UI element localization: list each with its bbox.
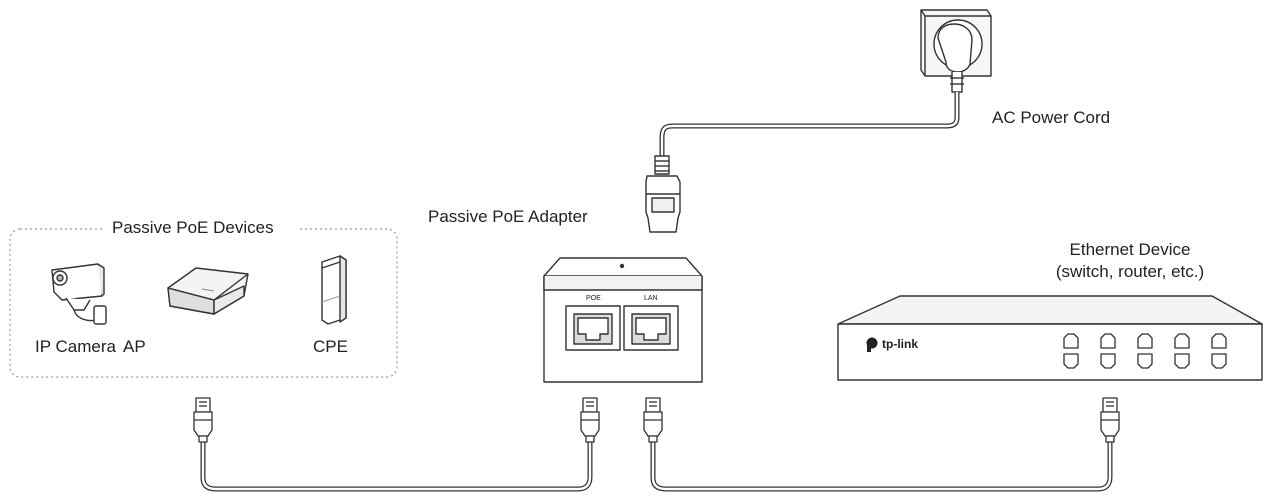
poe-adapter-icon (543, 257, 703, 383)
rj45-plug-icon (193, 397, 213, 443)
ethernet-device-sublabel: (switch, router, etc.) (1055, 262, 1205, 281)
rj45-plug-icon (580, 397, 600, 443)
ethernet-device-label: Ethernet Device (1069, 240, 1191, 259)
rj45-plug-icon (1100, 397, 1120, 443)
switch-brand-label: tp-link (882, 337, 918, 351)
ethernet-cable-poe (200, 440, 593, 492)
rj45-plug-icon (643, 397, 663, 443)
cpe-icon (321, 255, 347, 325)
adapter-port-poe-label: POE (586, 295, 601, 302)
ac-power-cord-label: AC Power Cord (992, 108, 1111, 127)
tp-link-logo-icon (866, 337, 878, 352)
ap-label: AP (123, 337, 146, 356)
switch-ports (1063, 333, 1227, 369)
passive-poe-devices-label: Passive PoE Devices (112, 218, 274, 237)
switch-icon (837, 295, 1263, 381)
ip-camera-label: IP Camera (35, 337, 116, 356)
access-point-icon (167, 267, 249, 315)
power-plug-icon (937, 23, 973, 93)
devices-group-box (9, 228, 398, 378)
adapter-port-lan-label: LAN (644, 295, 658, 302)
passive-poe-adapter-label: Passive PoE Adapter (428, 207, 588, 226)
ip-camera-icon (51, 263, 107, 325)
ethernet-cable-lan (650, 440, 1113, 492)
iec-connector-icon (645, 155, 681, 233)
cpe-label: CPE (313, 337, 348, 356)
